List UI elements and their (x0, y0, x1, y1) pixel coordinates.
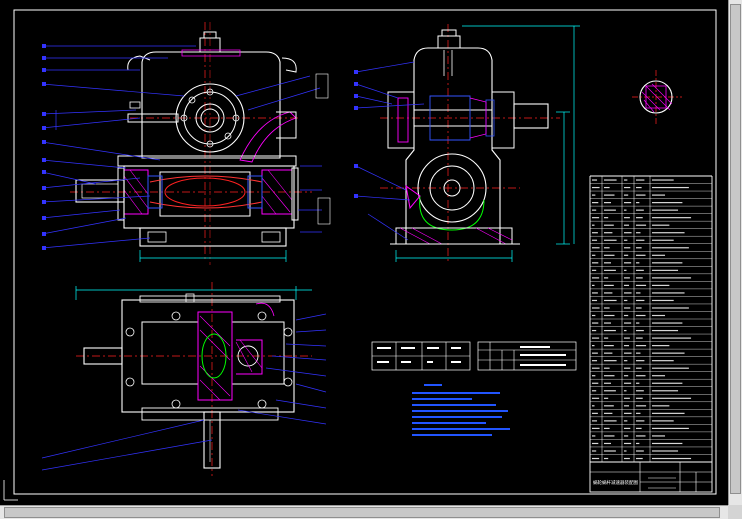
horizontal-scrollbar[interactable] (0, 505, 728, 519)
title-block: 蜗轮蜗杆减速器装配图 (589, 461, 713, 493)
vertical-scrollbar[interactable] (728, 0, 742, 505)
parts-list (589, 175, 713, 463)
drawing-canvas[interactable]: 蜗轮蜗杆减速器装配图 (0, 0, 728, 505)
scrollbar-corner (728, 505, 742, 519)
top-view (41, 282, 327, 476)
vertical-scroll-thumb[interactable] (730, 4, 741, 494)
assembly-drawing: 蜗轮蜗杆减速器装配图 (3, 9, 717, 501)
title-block-name: 蜗轮蜗杆减速器装配图 (593, 479, 638, 486)
spec-table (371, 341, 577, 371)
drawing-frame (13, 9, 717, 495)
technical-notes (412, 384, 510, 436)
front-view (41, 22, 331, 265)
shaft-section-icon (632, 70, 682, 124)
side-view (354, 24, 580, 262)
horizontal-scroll-thumb[interactable] (4, 507, 720, 518)
ucs-axis-icon (3, 480, 18, 501)
